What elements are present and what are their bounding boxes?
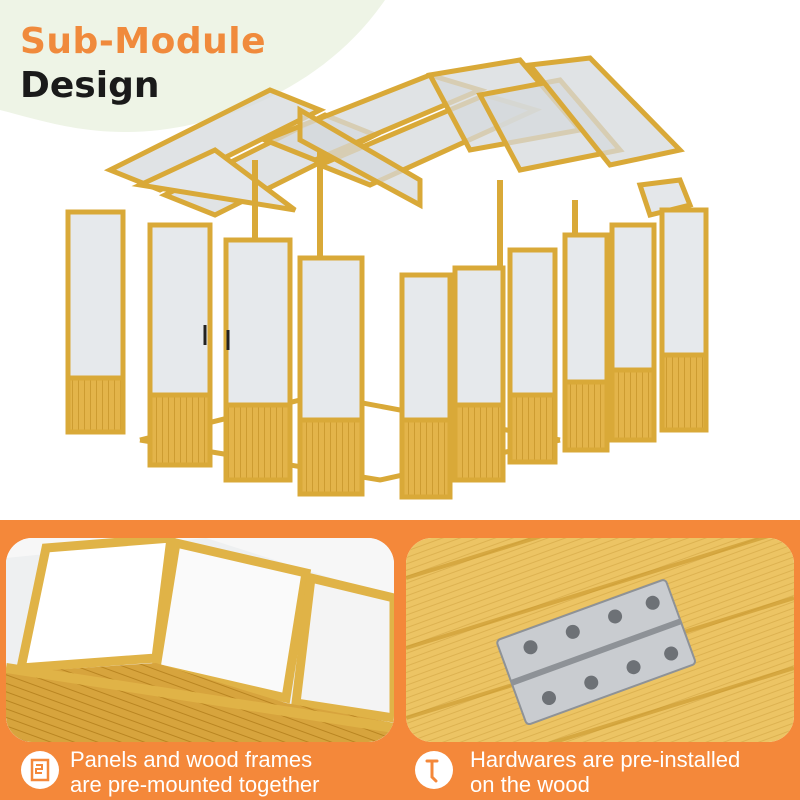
page-title: Sub-Module Design <box>20 24 266 104</box>
title-line-2: Design <box>20 65 160 106</box>
feature-panels-line-1: Panels and wood frames <box>70 747 313 772</box>
panel-frame-icon <box>21 751 59 789</box>
feature-hardware-line-2: on the wood <box>470 772 590 797</box>
hinge-closeup-photo <box>406 538 794 742</box>
panel-frame-closeup-photo <box>6 538 394 742</box>
feature-panels-text: Panels and wood frames are pre-mounted t… <box>70 747 320 797</box>
feature-hardware-line-1: Hardwares are pre-installed <box>470 747 741 772</box>
hardware-screw-icon <box>415 751 453 789</box>
title-line-1: Sub-Module <box>20 21 266 62</box>
feature-hardware-text: Hardwares are pre-installed on the wood <box>470 747 740 797</box>
greenhouse-exploded-illustration <box>65 55 709 500</box>
feature-panels-line-2: are pre-mounted together <box>70 772 320 797</box>
